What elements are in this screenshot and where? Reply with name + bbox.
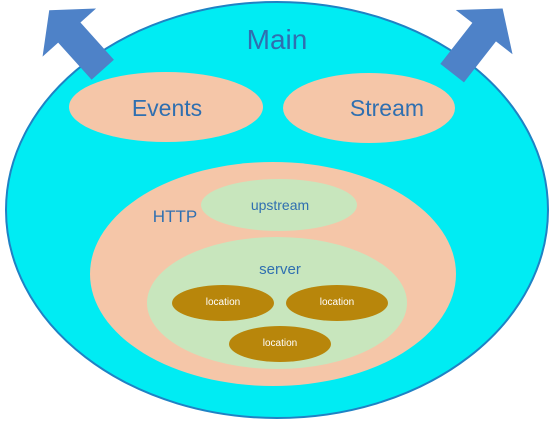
http-module-label: HTTP	[152, 206, 198, 226]
location-block-ellipse	[229, 326, 331, 362]
location-block-ellipse	[172, 285, 274, 321]
location-block-label: location	[319, 297, 355, 308]
location-block-label: location	[205, 297, 241, 308]
stream-module-label: Stream	[349, 94, 425, 121]
arrow-up-left-icon	[42, 8, 114, 80]
location-block-label: location	[262, 338, 298, 349]
server-block-ellipse	[147, 237, 407, 369]
events-module-label: Events	[131, 94, 203, 121]
location-block-ellipse	[286, 285, 388, 321]
upstream-block-label: upstream	[250, 197, 310, 213]
main-context-label: Main	[246, 24, 308, 55]
stream-module-ellipse	[283, 73, 455, 143]
events-module-ellipse	[69, 72, 263, 142]
server-block-label: server	[259, 260, 301, 278]
arrow-up-right-icon	[440, 8, 513, 83]
upstream-block-ellipse	[201, 179, 357, 231]
